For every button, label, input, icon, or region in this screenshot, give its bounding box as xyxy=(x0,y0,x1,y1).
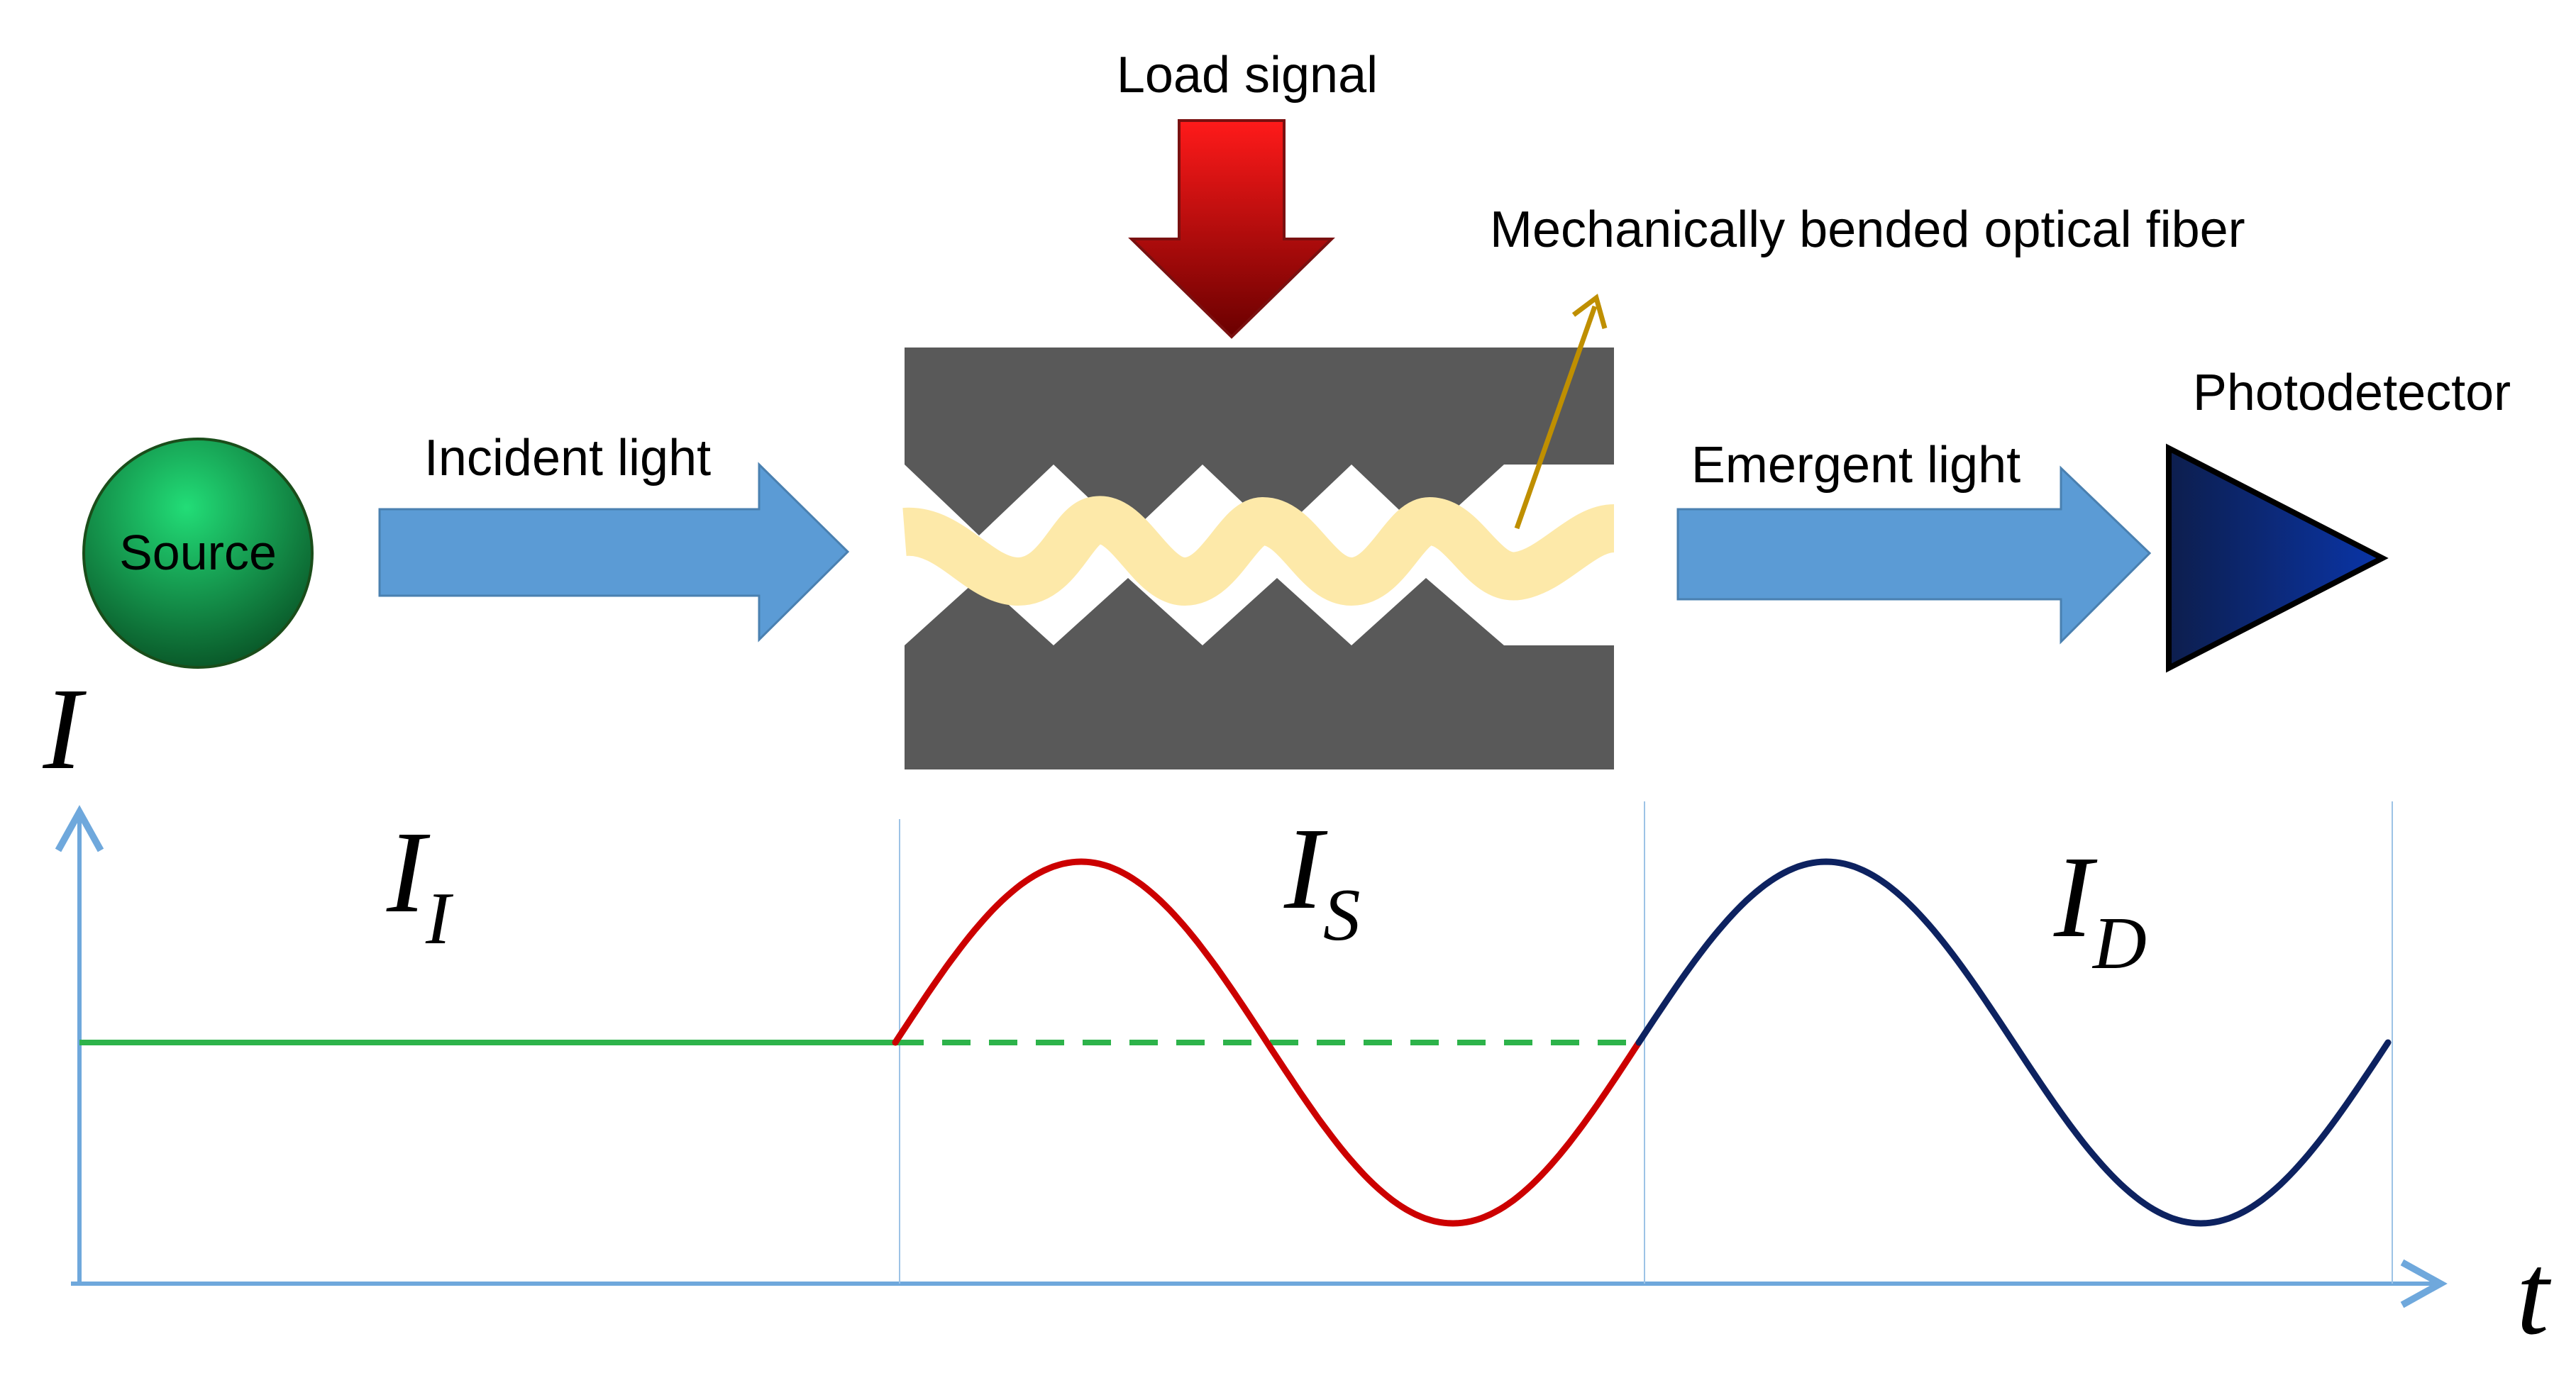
fiber-pointer-arrow xyxy=(1514,305,1598,530)
region-symbol-signal: IS xyxy=(1283,804,1360,956)
y-axis-label: I xyxy=(43,664,87,794)
x-axis-label: t xyxy=(2516,1229,2552,1359)
signal-wave-trace xyxy=(892,858,1642,1227)
region-symbol-incident: II xyxy=(386,807,454,960)
incident-light-arrow-icon xyxy=(378,462,850,643)
source-circle-icon xyxy=(82,438,314,669)
incident-light-label: Incident light xyxy=(424,430,711,487)
load-signal-label: Load signal xyxy=(1117,47,1378,104)
photodetector-triangle-icon xyxy=(2166,443,2389,673)
bottom-plate xyxy=(905,578,1614,769)
load-signal-arrow-icon xyxy=(1128,119,1335,339)
fiber-label: Mechanically bended optical fiber xyxy=(1490,201,2245,258)
optical-fiber xyxy=(902,496,1617,606)
top-plate xyxy=(905,348,1614,535)
fiber-pointer-head-icon xyxy=(1571,294,1608,329)
source-label: Source xyxy=(119,525,277,580)
photodetector-label: Photodetector xyxy=(2193,365,2511,421)
emergent-light-arrow-icon xyxy=(1676,465,2152,645)
detected-wave-trace xyxy=(1635,858,2392,1227)
region-symbol-detected: ID xyxy=(2053,832,2147,984)
emergent-light-label: Emergent light xyxy=(1691,437,2021,494)
